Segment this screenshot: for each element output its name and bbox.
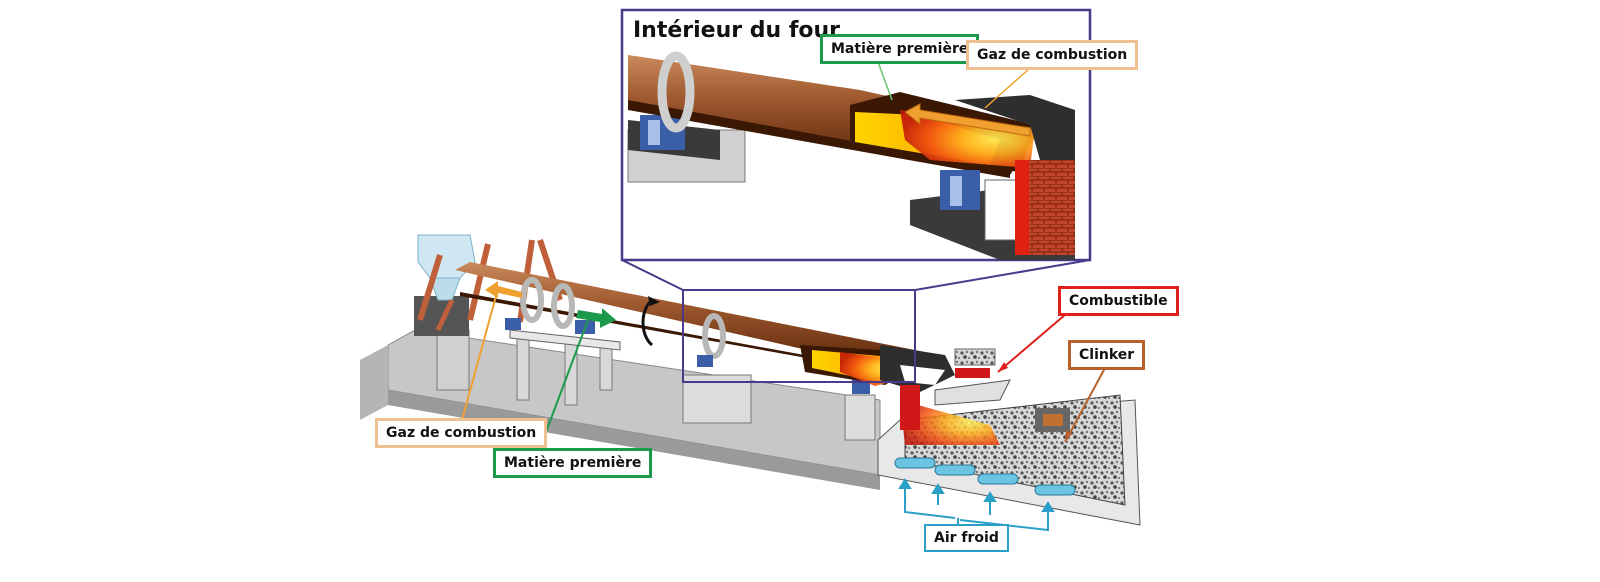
flow-arrows-main xyxy=(485,281,616,328)
combustion-gas-label: Gaz de combustion xyxy=(375,418,548,448)
leader-lines-main xyxy=(461,295,1106,449)
zoom-frame xyxy=(621,259,1091,383)
clinker-label: Clinker xyxy=(1068,340,1146,370)
cold-air-label: Air froid xyxy=(924,524,1009,552)
fuel-label: Combustible xyxy=(1058,286,1179,316)
inset-raw-material-label: Matière première xyxy=(820,34,980,64)
raw-material-label: Matière première xyxy=(493,448,653,478)
concrete-base xyxy=(360,329,881,490)
inset-title: Intérieur du four xyxy=(633,18,841,43)
clinker-cooler xyxy=(877,348,1141,532)
preheater xyxy=(414,234,563,336)
inset-combustion-gas-label: Gaz de combustion xyxy=(966,40,1139,70)
